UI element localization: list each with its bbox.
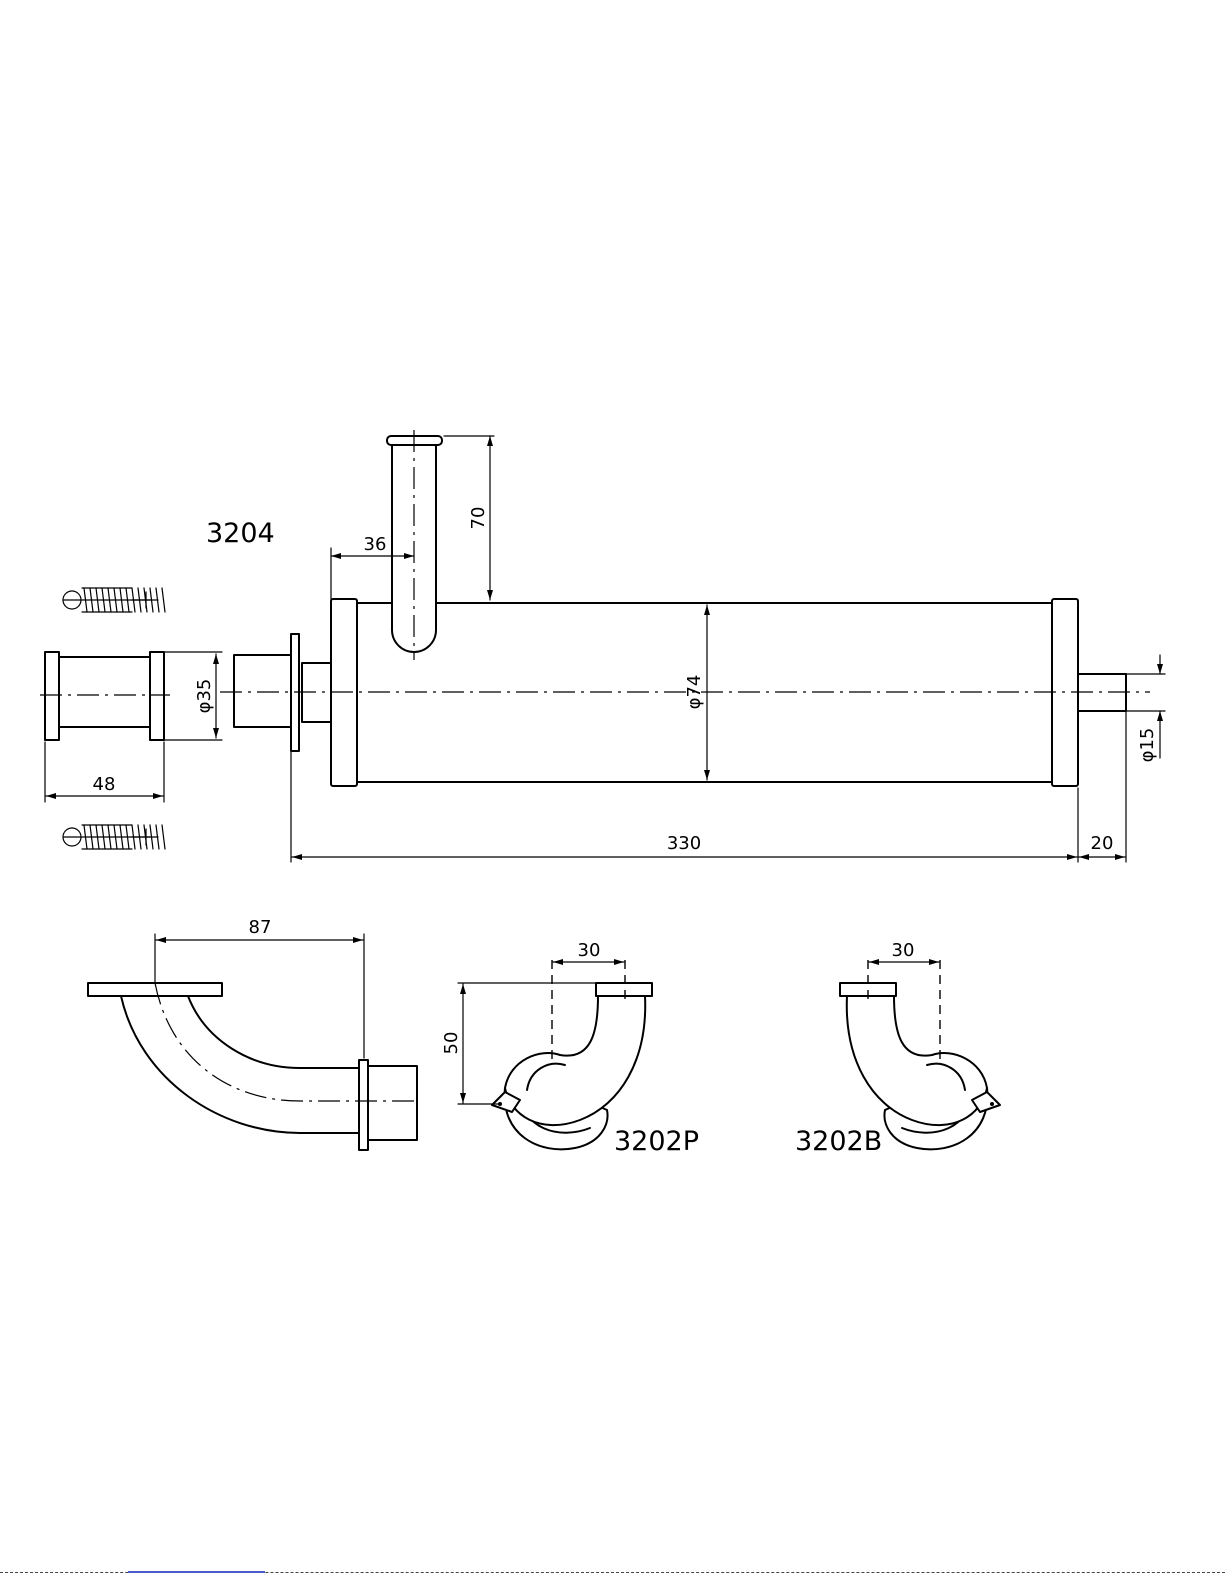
spring-bottom bbox=[63, 825, 165, 849]
dimension-50-text: 50 bbox=[441, 1032, 462, 1055]
dimension-330-text: 330 bbox=[667, 833, 701, 854]
page-bottom-highlight bbox=[128, 1571, 265, 1573]
dimension-87-text: 87 bbox=[249, 917, 272, 938]
elbow-87 bbox=[88, 983, 420, 1150]
dimension-phi35-text: φ35 bbox=[194, 679, 215, 714]
coupling-sleeve bbox=[40, 652, 170, 740]
elbow-3202b bbox=[840, 960, 1000, 1149]
spring-top bbox=[63, 588, 165, 612]
dimension-20-text: 20 bbox=[1091, 833, 1114, 854]
dimension-phi74-text: φ74 bbox=[684, 675, 705, 710]
elbow-3202p bbox=[492, 960, 652, 1149]
part-label-3204: 3204 bbox=[206, 518, 275, 549]
dimension-70-text: 70 bbox=[468, 507, 489, 530]
dimension-30-b-text: 30 bbox=[892, 940, 915, 961]
muffler-3204 bbox=[220, 430, 1150, 786]
dimension-phi15-text: φ15 bbox=[1137, 728, 1158, 763]
dimension-330 bbox=[291, 712, 1126, 862]
part-label-3202p: 3202P bbox=[614, 1126, 699, 1157]
dimension-30-p-text: 30 bbox=[578, 940, 601, 961]
part-label-3202b: 3202B bbox=[795, 1126, 882, 1157]
dimension-36-text: 36 bbox=[364, 534, 387, 555]
dimension-48-text: 48 bbox=[93, 774, 116, 795]
